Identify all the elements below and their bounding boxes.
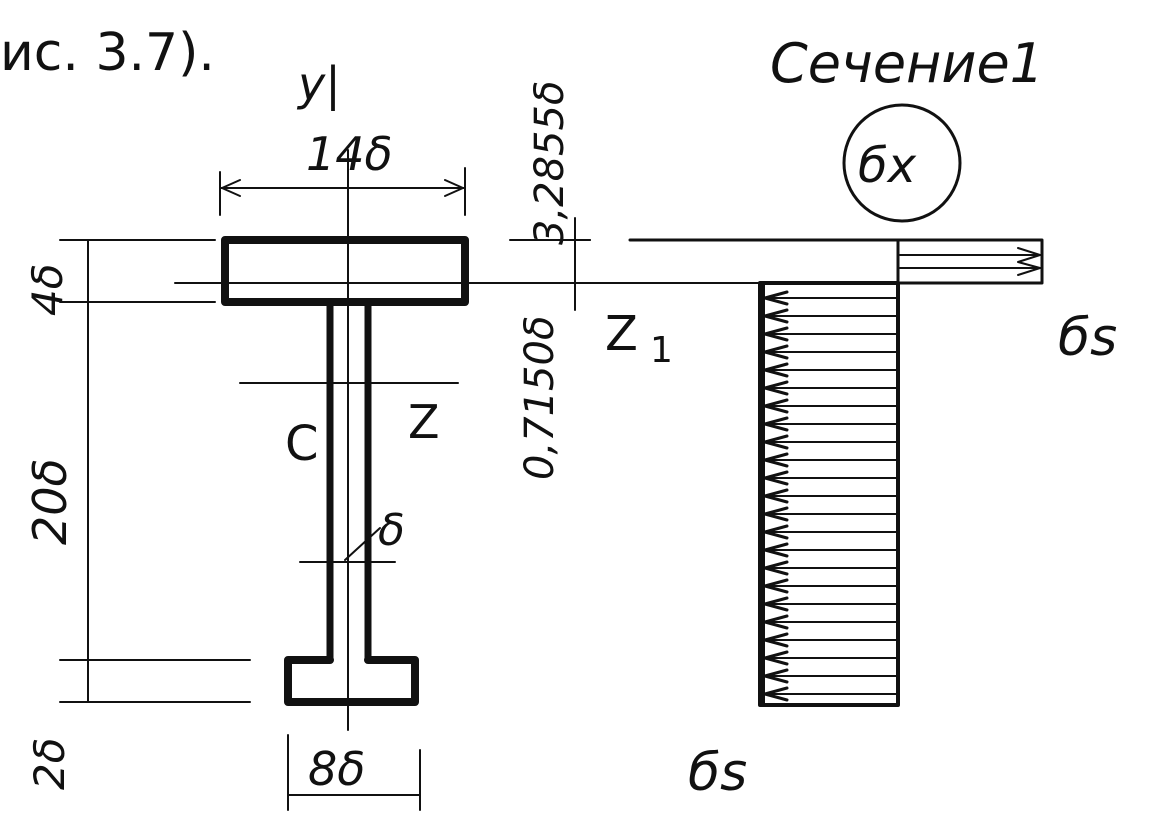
circled-label: бx (858, 138, 917, 194)
stress-arrow-head (763, 452, 789, 468)
stress-arrow-head (763, 434, 789, 450)
dimension-left-chain (59, 239, 251, 703)
stress-arrow-head (763, 416, 789, 432)
y-axis-label: y| (296, 57, 341, 112)
caption-fragment: ис. 3.7). (0, 23, 215, 83)
stress-arrow-head (763, 344, 789, 360)
stress-arrow-head (763, 560, 789, 576)
stress-arrow-head (763, 290, 789, 306)
stress-block-top (628, 238, 1044, 285)
offset-upper-label: 3,2855δ (527, 81, 573, 245)
stress-arrow-head (763, 686, 789, 702)
web-thickness-label: δ (378, 505, 405, 556)
stress-arrow-head (763, 506, 789, 522)
stress-arrow-head (763, 380, 789, 396)
i-beam-cross-section (221, 236, 469, 706)
stress-arrow-head (763, 524, 789, 540)
stress-arrow-head (763, 668, 789, 684)
stress-arrow-head (763, 614, 789, 630)
stress-arrow-head (763, 542, 789, 558)
top-flange (221, 236, 469, 306)
top-flange-width-label: 14δ (306, 127, 393, 181)
stress-arrow-head (763, 362, 789, 378)
web-height-label: 20δ (23, 458, 77, 545)
top-flange-thickness-label: 4δ (23, 264, 72, 316)
bottom-flange-thickness-label: 2δ (25, 738, 74, 790)
dimension-top-flange-width (219, 167, 466, 216)
stress-arrow-head (763, 308, 789, 324)
bottom-flange-width-label: 8δ (308, 742, 365, 796)
stress-label-right: бs (1058, 308, 1117, 368)
web-thickness-leader (299, 527, 396, 563)
stress-arrow-head (763, 578, 789, 594)
stress-label-bottom: бs (688, 743, 747, 803)
stress-arrow-head (763, 488, 789, 504)
z-axis-label: Z (408, 395, 440, 449)
stress-block-main (758, 281, 900, 707)
web (326, 298, 372, 664)
z1-axis-subscript: 1 (650, 330, 673, 371)
centroid-label: C (285, 416, 319, 472)
stress-arrow-head (763, 650, 789, 666)
stress-arrow-head (763, 596, 789, 612)
circled-label-ring (842, 103, 962, 223)
stress-arrow-head (763, 326, 789, 342)
bottom-flange (284, 656, 419, 706)
dimension-bottom-flange-width (287, 734, 421, 811)
stress-arrow-head (763, 398, 789, 414)
z1-axis-label: Z (605, 306, 638, 362)
dimension-right-offsets (559, 217, 591, 311)
stress-arrow-head (763, 470, 789, 486)
stress-arrow-head (763, 632, 789, 648)
offset-lower-label: 0,7150δ (517, 316, 563, 480)
section-title: Сечение1 (770, 32, 1044, 95)
